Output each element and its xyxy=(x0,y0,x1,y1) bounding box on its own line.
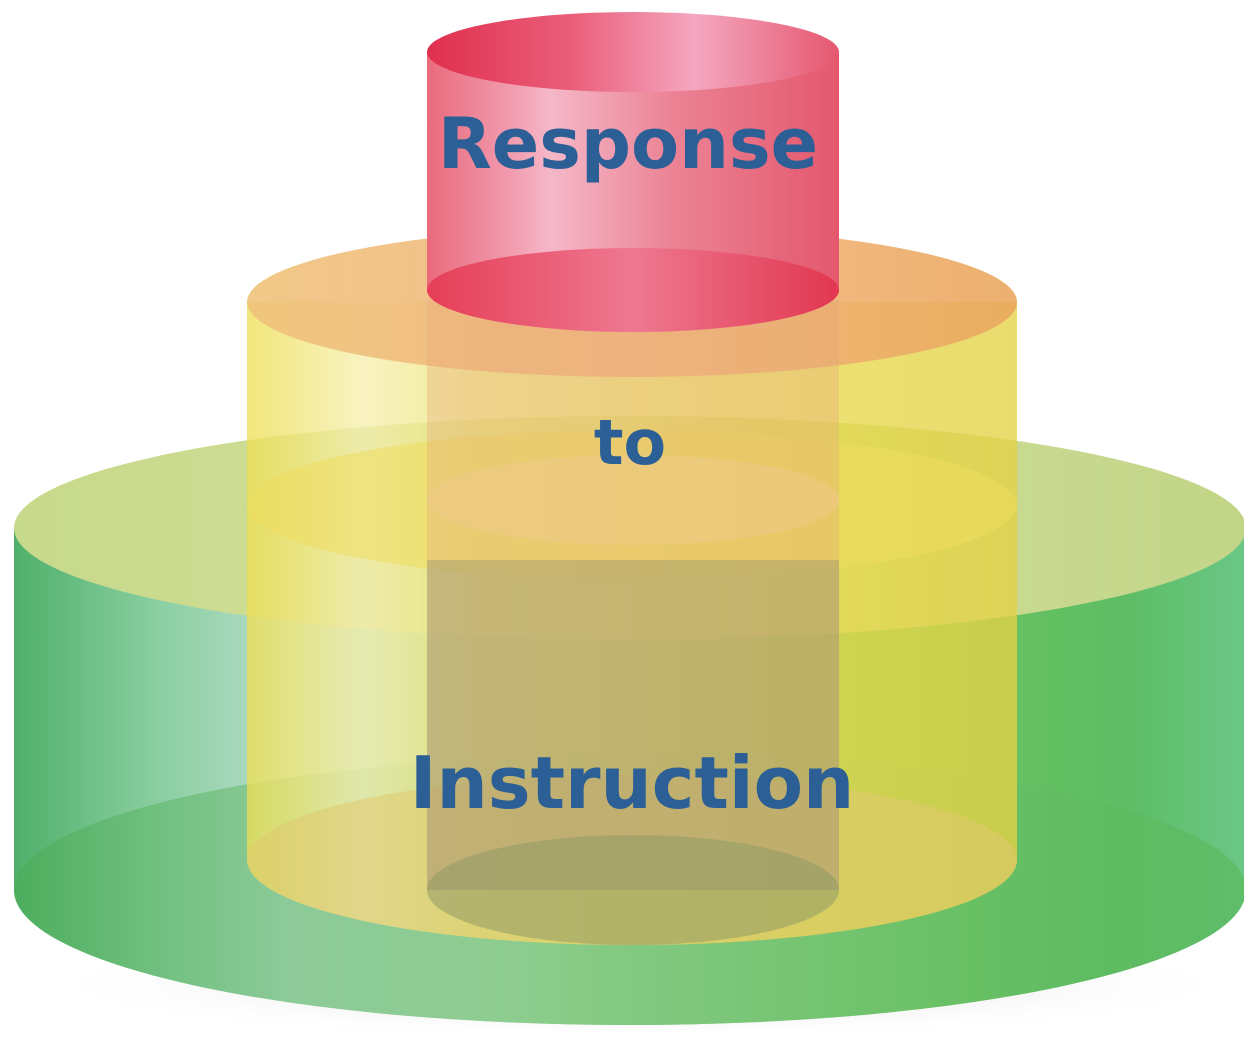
top-tier-cylinder xyxy=(427,12,839,945)
tier-label-to: to xyxy=(594,406,666,479)
tier-label-response: Response xyxy=(438,103,818,185)
tier-label-instruction: Instruction xyxy=(410,741,855,825)
